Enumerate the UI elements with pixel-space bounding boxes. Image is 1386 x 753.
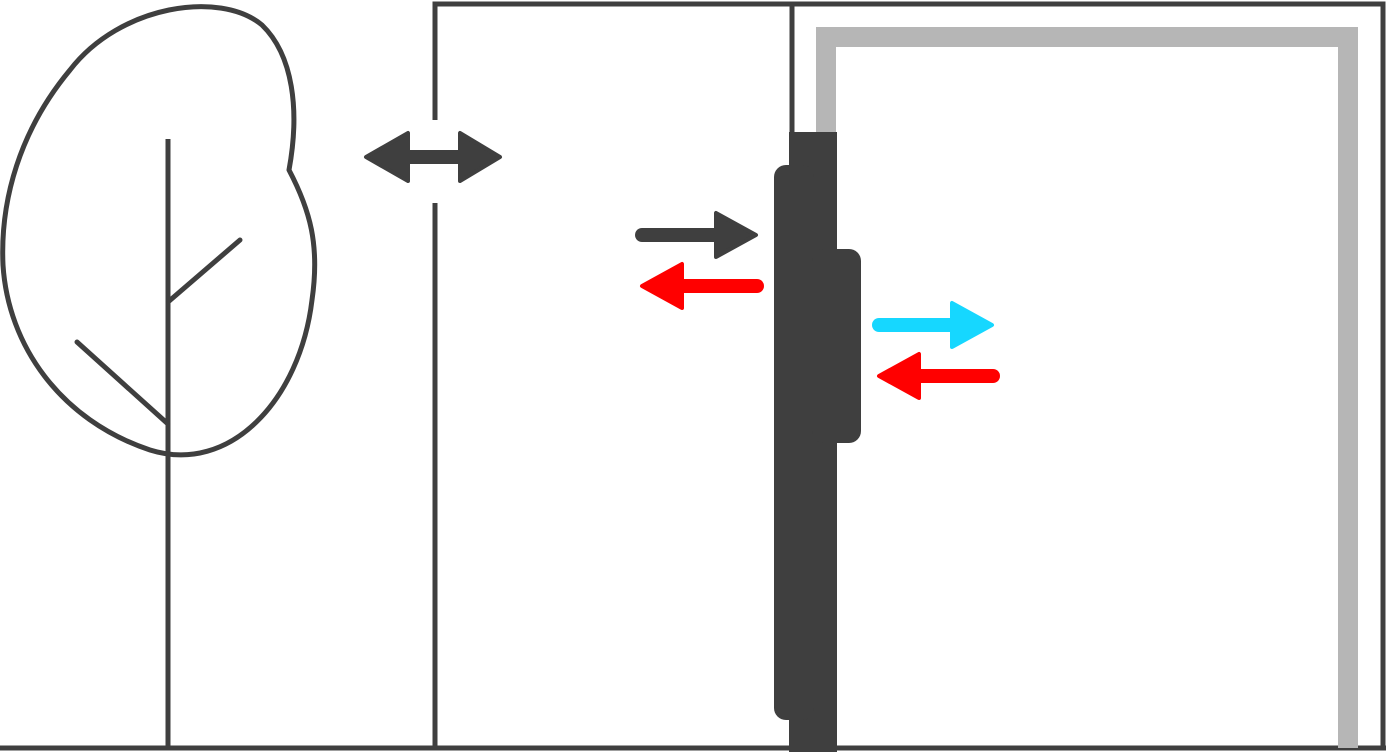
wall-outer-layer xyxy=(774,165,814,720)
arrow-right-icon xyxy=(635,211,758,259)
arrow-left-icon xyxy=(877,352,1000,400)
outer-zone-outline xyxy=(432,1,1386,748)
outer-wall-left-upper xyxy=(432,1,1386,748)
tree-branch-left xyxy=(74,339,171,427)
wall-assembly xyxy=(774,132,861,752)
wall-inner-layer xyxy=(812,249,861,443)
arrow-right-icon xyxy=(872,301,994,349)
double-headed-arrow-icon xyxy=(364,131,502,183)
inner-room-outline xyxy=(816,27,1358,748)
tree-crown xyxy=(0,4,318,458)
tree-icon xyxy=(0,4,318,748)
tree-branch-right xyxy=(165,237,243,305)
arrow-left-icon xyxy=(640,262,764,310)
